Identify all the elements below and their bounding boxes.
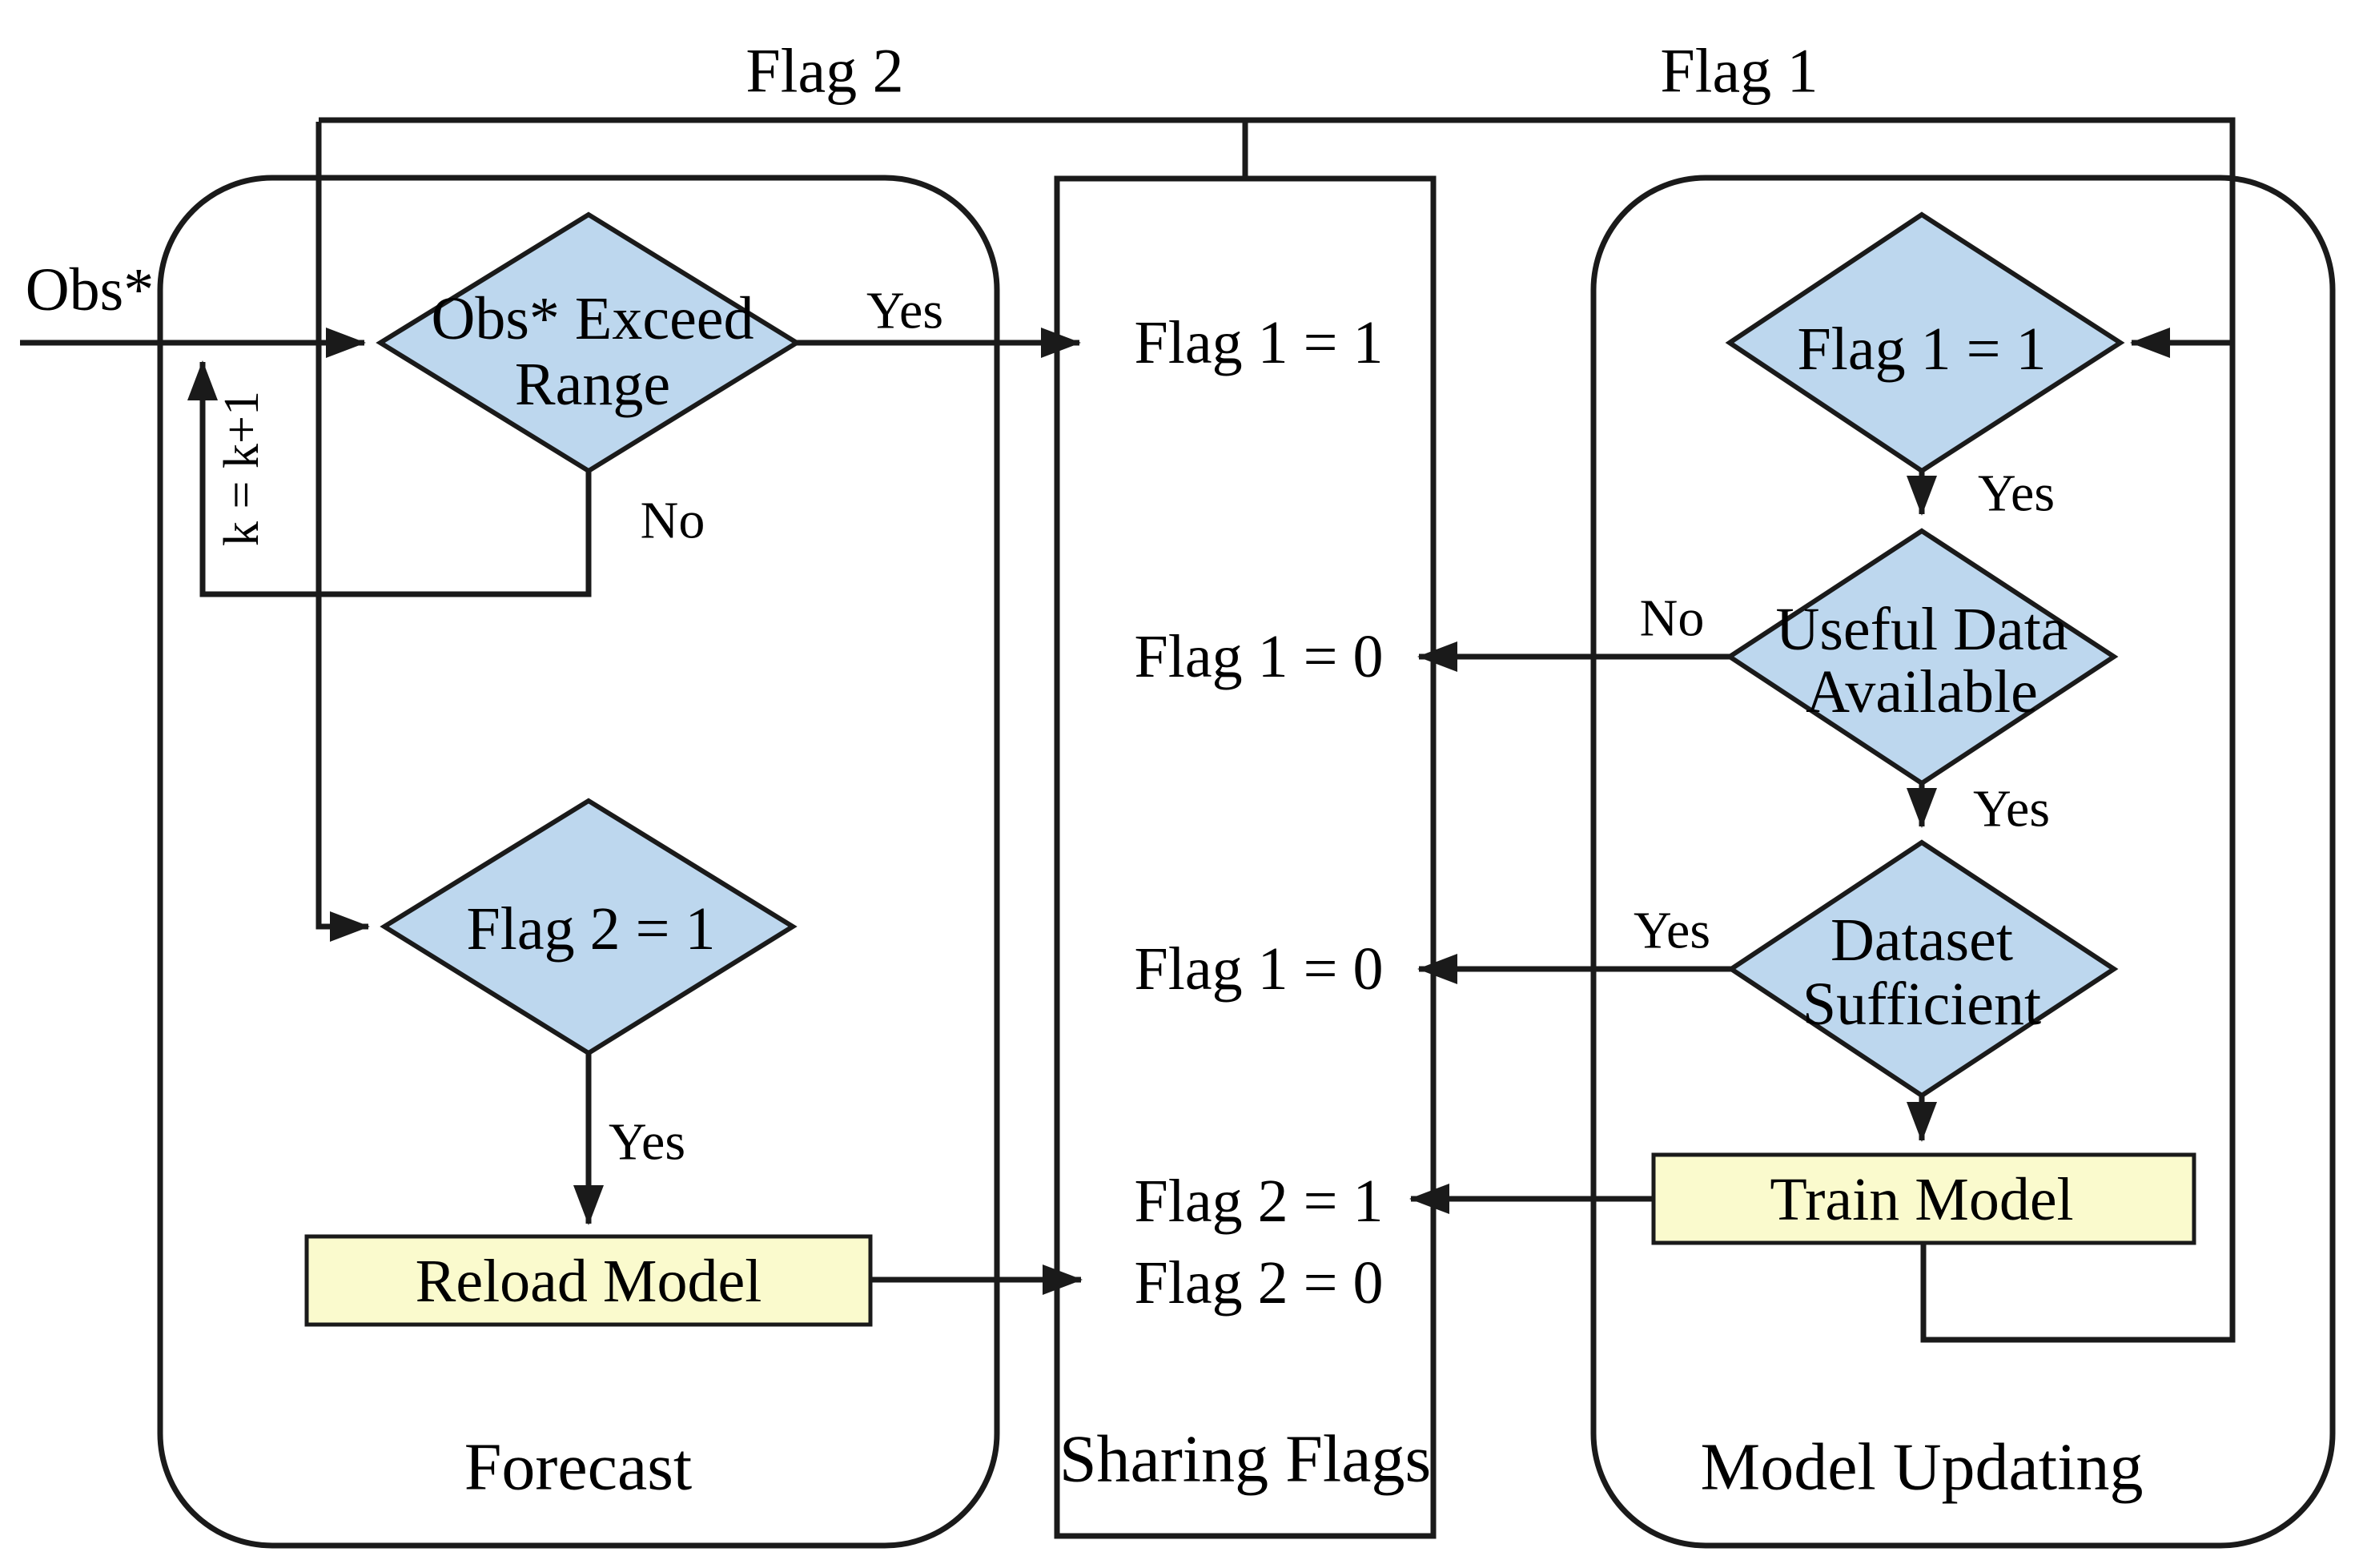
obs-exceed-range-diamond xyxy=(376,211,802,474)
useful-data-no-label: No xyxy=(1640,589,1705,648)
reload-model-label: Reload Model xyxy=(416,1248,762,1315)
sharing-row-flag1-0-a: Flag 1 = 0 xyxy=(1135,623,1384,690)
sharing-row-flag2-1: Flag 2 = 1 xyxy=(1135,1168,1384,1235)
sharing-flags-caption: Sharing Flags xyxy=(1059,1422,1431,1497)
model-updating-container xyxy=(1590,175,2336,1549)
flag1-bracket-label: Flag 1 xyxy=(1660,36,1818,106)
obs-exceed-yes-label: Yes xyxy=(866,282,943,340)
sharing-row-flag2-0: Flag 2 = 0 xyxy=(1135,1249,1384,1317)
useful-data-label-line2: Available xyxy=(1806,658,2038,726)
sharing-flags-container xyxy=(1054,175,1437,1539)
obs-input-label: Obs* xyxy=(26,256,154,324)
sharing-row-flag1-1: Flag 1 = 1 xyxy=(1135,309,1384,376)
forecast-caption: Forecast xyxy=(464,1430,693,1505)
useful-data-yes-label: Yes xyxy=(1973,780,2050,838)
flag1-check-label: Flag 1 = 1 xyxy=(1798,316,2047,383)
model-updating-caption: Model Updating xyxy=(1701,1430,2144,1505)
flag-bracket-and-train-loop-line xyxy=(319,117,2236,1343)
obs-exceed-range-label-line2: Range xyxy=(515,351,670,418)
train-model-box xyxy=(1651,1152,2196,1245)
obs-no-k-loop xyxy=(187,360,592,597)
flag2-check-yes-label: Yes xyxy=(609,1113,685,1172)
flag2-check-label: Flag 2 = 1 xyxy=(467,895,716,963)
useful-data-diamond xyxy=(1725,528,2119,786)
sharing-row-flag1-0-b: Flag 1 = 0 xyxy=(1135,935,1384,1003)
dataset-sufficient-label-line1: Dataset xyxy=(1830,907,2013,974)
flag2-bracket-label: Flag 2 xyxy=(745,36,903,106)
k-increment-label: k = k+1 xyxy=(215,391,269,546)
dataset-sufficient-label-line2: Sufficient xyxy=(1802,971,2041,1038)
flag1-check-diamond xyxy=(1725,211,2125,474)
reload-model-box xyxy=(304,1234,873,1327)
dataset-sufficient-diamond xyxy=(1726,839,2119,1099)
arrow-bracket-to-flag2-check xyxy=(315,122,370,942)
useful-data-label-line1: Useful Data xyxy=(1775,596,2068,663)
flag2-check-diamond xyxy=(380,798,798,1056)
dataset-yes-label: Yes xyxy=(1634,902,1710,960)
train-model-label: Train Model xyxy=(1770,1166,2073,1233)
obs-exceed-no-label: No xyxy=(641,492,705,550)
obs-exceed-range-label-line1: Obs* Exceed xyxy=(431,285,753,352)
forecast-container xyxy=(157,175,1000,1549)
flag1-check-yes-label: Yes xyxy=(1978,464,2055,523)
